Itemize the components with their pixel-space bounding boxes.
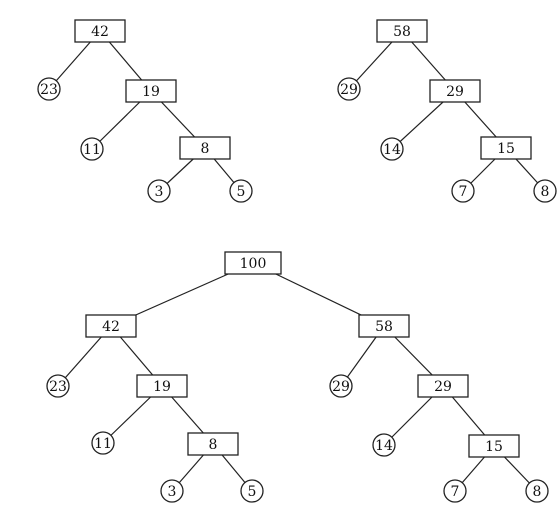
node-label: 7 <box>459 184 468 200</box>
node-label: 8 <box>209 437 218 453</box>
node-label: 58 <box>393 24 411 40</box>
node-box <box>187 432 239 456</box>
node-box <box>85 314 137 338</box>
internal-node: 29 <box>429 79 481 103</box>
leaf-node: 14 <box>380 137 404 161</box>
node-label: 14 <box>375 438 393 454</box>
internal-node: 42 <box>85 314 137 338</box>
node-label: 3 <box>168 484 177 500</box>
node-circle <box>533 179 557 203</box>
internal-node: 19 <box>125 79 177 103</box>
leaf-node: 23 <box>46 374 70 398</box>
internal-node: 15 <box>480 136 532 160</box>
node-label: 14 <box>383 142 401 158</box>
node-circle <box>229 179 253 203</box>
leaf-node: 3 <box>147 179 171 203</box>
leaf-node: 7 <box>451 179 475 203</box>
node-label: 8 <box>201 141 210 157</box>
node-label: 3 <box>155 184 164 200</box>
node-circle <box>37 77 61 101</box>
node-circle <box>372 433 396 457</box>
node-label: 19 <box>142 84 160 100</box>
node-circle <box>147 179 171 203</box>
node-label: 11 <box>94 436 112 452</box>
internal-node: 15 <box>468 434 520 458</box>
leaf-node: 23 <box>37 77 61 101</box>
node-circle <box>80 137 104 161</box>
node-circle <box>160 479 184 503</box>
node-label: 42 <box>102 319 120 335</box>
node-label: 23 <box>49 379 67 395</box>
node-label: 15 <box>485 439 503 455</box>
leaf-node: 11 <box>91 431 115 455</box>
node-circle <box>525 479 549 503</box>
leaf-node: 3 <box>160 479 184 503</box>
node-label: 7 <box>451 484 460 500</box>
internal-node: 100 <box>224 251 282 275</box>
leaf-node: 5 <box>240 479 264 503</box>
node-circle <box>337 77 361 101</box>
leaf-node: 7 <box>443 479 467 503</box>
leaf-node: 29 <box>337 77 361 101</box>
node-label: 23 <box>40 82 58 98</box>
node-label: 29 <box>446 84 464 100</box>
nodes-layer: 42 23 19 11 8 3 5 58 29 29 14 15 7 8 100 42 58 23 19 11 8 3 5 2… <box>37 19 557 503</box>
node-box <box>358 314 410 338</box>
node-circle <box>380 137 404 161</box>
node-label: 29 <box>332 379 350 395</box>
node-label: 58 <box>375 319 393 335</box>
node-box <box>74 19 126 43</box>
leaf-node: 29 <box>329 374 353 398</box>
internal-node: 29 <box>417 374 469 398</box>
node-label: 5 <box>237 184 246 200</box>
internal-node: 58 <box>358 314 410 338</box>
internal-node: 8 <box>187 432 239 456</box>
node-box <box>136 374 188 398</box>
leaf-node: 8 <box>533 179 557 203</box>
node-box <box>376 19 428 43</box>
leaf-node: 5 <box>229 179 253 203</box>
node-box <box>480 136 532 160</box>
node-label: 5 <box>248 484 257 500</box>
node-circle <box>240 479 264 503</box>
node-circle <box>329 374 353 398</box>
node-label: 19 <box>153 379 171 395</box>
node-label: 29 <box>340 82 358 98</box>
node-circle <box>443 479 467 503</box>
node-box <box>179 136 231 160</box>
internal-node: 58 <box>376 19 428 43</box>
node-box <box>468 434 520 458</box>
leaf-node: 8 <box>525 479 549 503</box>
node-box <box>429 79 481 103</box>
node-circle <box>451 179 475 203</box>
leaf-node: 11 <box>80 137 104 161</box>
node-box <box>125 79 177 103</box>
node-box <box>224 251 282 275</box>
internal-node: 42 <box>74 19 126 43</box>
node-label: 29 <box>434 379 452 395</box>
internal-node: 8 <box>179 136 231 160</box>
node-label: 8 <box>533 484 542 500</box>
node-label: 11 <box>83 142 101 158</box>
node-circle <box>46 374 70 398</box>
node-circle <box>91 431 115 455</box>
leaf-node: 14 <box>372 433 396 457</box>
node-label: 8 <box>541 184 550 200</box>
node-label: 42 <box>91 24 109 40</box>
node-box <box>417 374 469 398</box>
internal-node: 19 <box>136 374 188 398</box>
node-label: 15 <box>497 141 515 157</box>
node-label: 100 <box>240 256 267 272</box>
